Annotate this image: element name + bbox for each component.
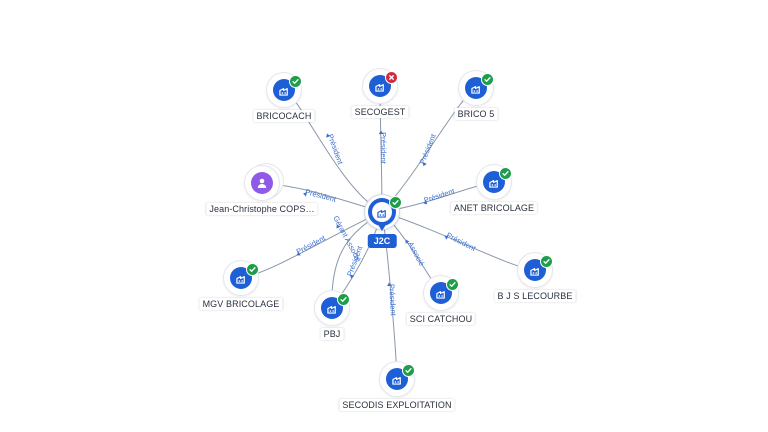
- person-icon: [251, 172, 273, 194]
- node-label[interactable]: SECODIS EXPLOITATION: [339, 399, 455, 411]
- node-label[interactable]: ANET BRICOLAGE: [450, 202, 538, 214]
- status-ok-icon: [389, 196, 402, 209]
- edge-arrow-icon: [378, 130, 384, 134]
- pin-tip-icon: [377, 223, 387, 231]
- edge-label: Président: [295, 233, 328, 256]
- node-label[interactable]: Jean-Christophe COPS…: [206, 203, 318, 215]
- node-label[interactable]: MGV BRICOLAGE: [199, 298, 283, 310]
- edge-label: Associé: [406, 240, 426, 267]
- status-ok-icon: [337, 293, 350, 306]
- node-label[interactable]: B J S LECOURBE: [494, 290, 576, 302]
- edge-label: Président: [379, 132, 388, 165]
- status-ok-icon: [289, 75, 302, 88]
- status-ok-icon: [446, 278, 459, 291]
- edge-label: Président: [304, 187, 338, 204]
- edge-label: Président: [445, 231, 478, 254]
- status-ok-icon: [402, 364, 415, 377]
- status-ok-icon: [246, 263, 259, 276]
- edge-arrow-icon: [303, 192, 308, 197]
- edge-label: Gérant Associé: [331, 214, 363, 263]
- node-label[interactable]: BRICO 5: [454, 108, 498, 120]
- company-icon: [372, 202, 392, 222]
- node-label[interactable]: PBJ: [320, 328, 344, 340]
- edge-arrow-icon: [296, 251, 301, 256]
- node-label[interactable]: BRICOCACH: [253, 110, 315, 122]
- edge-arrow-icon: [444, 235, 449, 240]
- edge-label: Président: [326, 133, 346, 167]
- edge-arrow-icon: [387, 282, 392, 287]
- status-ok-icon: [540, 255, 553, 268]
- edge-label: Président: [418, 132, 439, 166]
- node-label[interactable]: SECOGEST: [351, 106, 409, 118]
- edge-arrow-icon: [423, 200, 428, 205]
- edge-arrow-icon: [405, 239, 410, 244]
- status-ok-icon: [499, 167, 512, 180]
- edge-arrow-icon: [326, 133, 331, 138]
- edge-arrow-icon: [422, 162, 427, 167]
- center-label[interactable]: J2C: [367, 234, 397, 248]
- edge-arrow-icon: [336, 224, 341, 229]
- edge-label: Président: [387, 284, 398, 317]
- status-closed-icon: [385, 71, 398, 84]
- status-ok-icon: [481, 73, 494, 86]
- edge-arrow-icon: [350, 274, 355, 279]
- node-label[interactable]: SCI CATCHOU: [406, 313, 476, 325]
